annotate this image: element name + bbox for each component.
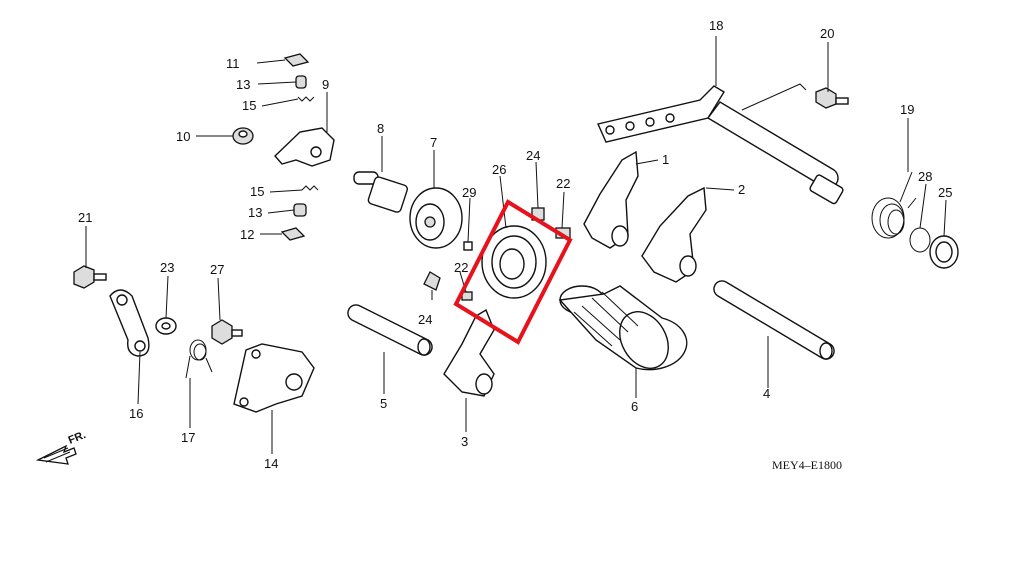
callout-20: 20	[820, 26, 834, 41]
callout-6: 6	[631, 399, 638, 414]
callout-25: 25	[938, 185, 952, 200]
callout-13-bottom: 13	[248, 205, 262, 220]
callout-11: 11	[226, 56, 240, 71]
callout-4: 4	[763, 386, 770, 401]
part-23-washer	[155, 317, 177, 335]
part-25-washer	[929, 235, 959, 269]
part-6-drum	[558, 285, 688, 371]
callout-27: 27	[210, 262, 224, 277]
callout-23: 23	[160, 260, 174, 275]
callout-13-top: 13	[236, 77, 250, 92]
part-14-plate	[233, 343, 315, 413]
direction-label: FR.	[67, 429, 88, 447]
direction-arrow: FR.	[35, 429, 88, 465]
part-19-spring	[871, 171, 917, 239]
callout-17: 17	[181, 430, 195, 445]
callout-9: 9	[322, 77, 329, 92]
callout-5: 5	[380, 396, 387, 411]
diagram-code: MEY4–E1800	[772, 458, 842, 472]
callout-12: 12	[240, 227, 254, 242]
part-2-fork	[641, 186, 707, 283]
highlight-box	[453, 199, 573, 345]
part-20-bolt	[815, 87, 849, 109]
callout-10: 10	[176, 129, 190, 144]
callout-1: 1	[662, 152, 669, 167]
part-3-fork	[443, 308, 495, 397]
callout-2: 2	[738, 182, 745, 197]
part-10-nut	[232, 127, 254, 145]
part-7-drum-center	[409, 187, 463, 249]
part-27-bolt	[211, 319, 243, 345]
leader-lines	[85, 36, 947, 454]
callout-labels: 11 13 9 15 10 8 7 15 13 12 29 26 24 22 2…	[78, 18, 952, 471]
part-8-shaft	[353, 171, 408, 213]
callout-18: 18	[709, 18, 723, 33]
callout-29: 29	[462, 185, 476, 200]
callout-21: 21	[78, 210, 92, 225]
callout-26: 26	[492, 162, 506, 177]
callout-24-top: 24	[526, 148, 540, 163]
part-24-stopper-left	[423, 271, 441, 291]
callout-15-bottom: 15	[250, 184, 264, 199]
callout-14: 14	[264, 456, 278, 471]
callout-8: 8	[377, 121, 384, 136]
callout-22-right: 22	[556, 176, 570, 191]
callout-7: 7	[430, 135, 437, 150]
part-15-spring	[297, 96, 315, 102]
part-13-pin-lower	[293, 203, 307, 217]
part-29-pin	[463, 241, 473, 251]
callout-22-left: 22	[454, 260, 468, 275]
part-5-shaft	[347, 304, 433, 356]
part-9-stopper-arm	[274, 127, 335, 167]
part-13-pin	[295, 75, 307, 89]
part-21-bolt	[73, 265, 107, 289]
callout-28: 28	[918, 169, 932, 184]
part-26-bearing	[481, 225, 547, 299]
part-1-fork	[583, 150, 639, 249]
part-16-link-arm	[109, 289, 150, 357]
part-11-plate	[283, 53, 310, 67]
callout-15-top: 15	[242, 98, 256, 113]
part-4-shaft	[713, 280, 835, 360]
part-28-clip	[909, 227, 931, 253]
callout-3: 3	[461, 434, 468, 449]
part-12-plate	[280, 227, 306, 241]
part-15-spring-lower	[301, 185, 319, 191]
callout-16: 16	[129, 406, 143, 421]
callout-19: 19	[900, 102, 914, 117]
part-18-spindle	[597, 83, 844, 205]
callout-24-bottom: 24	[418, 312, 432, 327]
part-17-spring	[185, 339, 213, 379]
